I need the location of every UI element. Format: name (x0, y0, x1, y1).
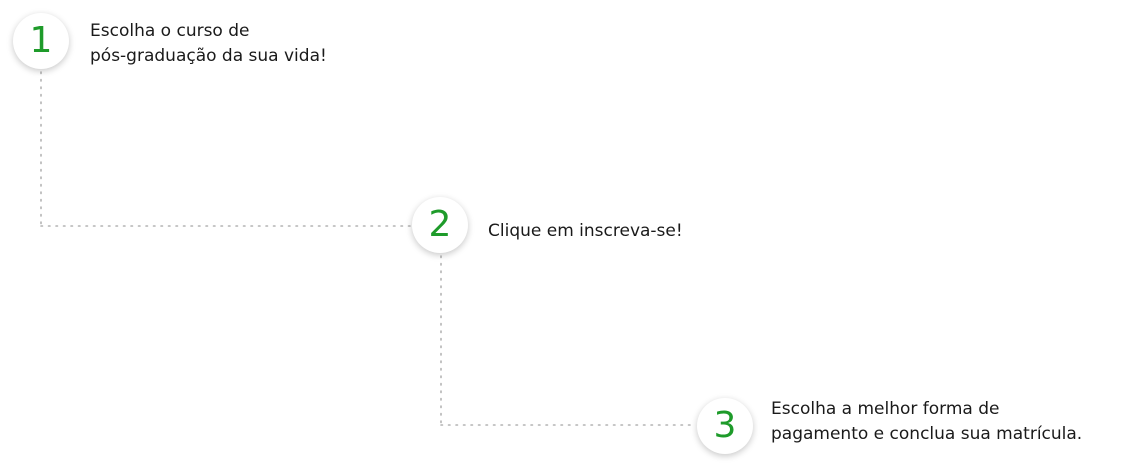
step-description: Escolha a melhor forma de pagamento e co… (771, 397, 1082, 447)
step-number-badge: 1 (13, 13, 69, 69)
step-description-line: Escolha o curso de (90, 21, 250, 41)
step-description-line: Clique em inscreva-se! (488, 221, 683, 241)
step-description: Clique em inscreva-se! (488, 219, 683, 244)
step-description-line: pagamento e conclua sua matrícula. (771, 424, 1083, 444)
step-number-badge: 2 (412, 197, 468, 253)
step-description-line: Escolha a melhor forma de (771, 399, 1000, 419)
step-number-badge: 3 (697, 398, 753, 454)
step-description-line: pós-graduação da sua vida! (90, 46, 327, 66)
step-description: Escolha o curso de pós-graduação da sua … (90, 19, 327, 69)
